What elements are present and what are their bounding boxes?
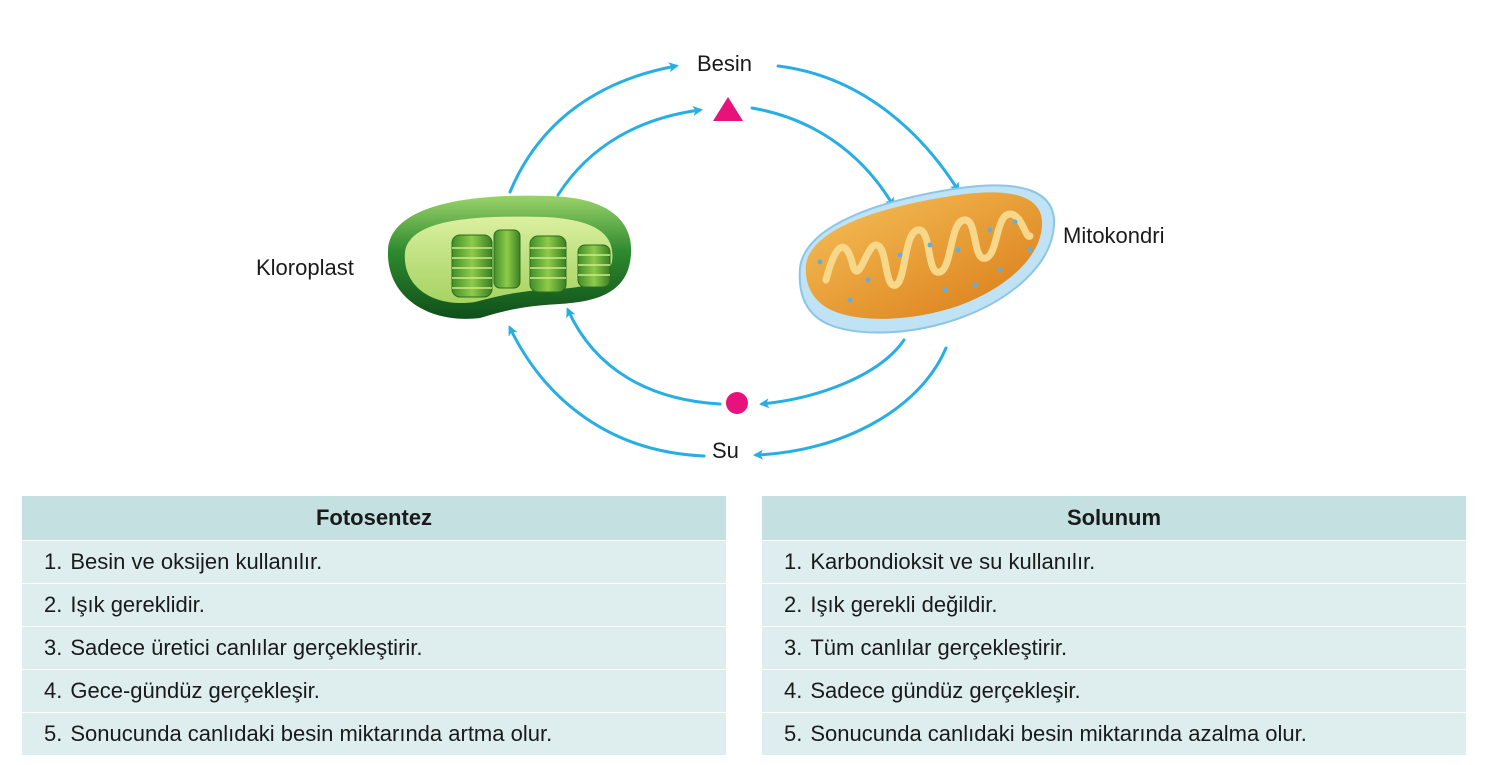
food-label: Besin (697, 51, 753, 76)
respiration-panel: Solunum 1. Karbondioksit ve su kullanılır… (762, 496, 1466, 755)
item-text: Işık gerekli değildir. (810, 592, 998, 617)
list-item: 1. Besin ve oksijen kullanılır. (22, 540, 726, 583)
item-number: 4. (44, 678, 63, 703)
arrow-water-to-chloroplast (508, 325, 706, 458)
arrow-mitochondria-to-water (753, 346, 948, 460)
item-text: Sonucunda canlıdaki besin miktarında art… (70, 721, 553, 746)
item-number: 2. (784, 592, 803, 617)
item-text: Besin ve oksijen kullanılır. (70, 549, 323, 574)
cycle-arrows (508, 62, 960, 460)
item-text: Tüm canlılar gerçekleştirir. (810, 635, 1068, 660)
item-text: Gece-gündüz gerçekleşir. (70, 678, 320, 703)
item-number: 3. (44, 635, 63, 660)
item-number: 2. (44, 592, 63, 617)
list-item: 5. Sonucunda canlıdaki besin miktarında a… (22, 712, 726, 755)
item-text: Karbondioksit ve su kullanılır. (810, 549, 1096, 574)
list-item: 3. Tüm canlılar gerçekleştirir. (762, 626, 1466, 669)
circle-icon (726, 392, 748, 414)
list-item: 1. Karbondioksit ve su kullanılır. (762, 540, 1466, 583)
item-number: 5. (784, 721, 803, 746)
item-text: Sadece gündüz gerçekleşir. (810, 678, 1081, 703)
arrow-mitochondria-to-circle (759, 338, 906, 409)
arrow-chloroplast-to-food (508, 62, 679, 194)
item-number: 4. (784, 678, 803, 703)
list-item: 5. Sonucunda canlıdaki besin miktarında a… (762, 712, 1466, 755)
arrow-circle-to-chloroplast (566, 307, 722, 406)
list-item: 2. Işık gereklidir. (22, 583, 726, 626)
photosynthesis-panel: Fotosentez 1. Besin ve oksijen kullanılır… (22, 496, 726, 755)
triangle-icon (713, 97, 743, 121)
respiration-title: Solunum (762, 496, 1466, 540)
item-number: 5. (44, 721, 63, 746)
chloroplast-illustration (387, 195, 632, 319)
list-item: 3. Sadece üretici canlılar gerçekleştirir… (22, 626, 726, 669)
item-number: 1. (44, 549, 63, 574)
mitochondria-label: Mitokondri (1063, 223, 1165, 248)
item-text: Sonucunda canlıdaki besin miktarında aza… (810, 721, 1307, 746)
arrow-triangle-to-mitochondria (750, 106, 895, 208)
arrow-chloroplast-to-triangle (556, 105, 703, 197)
list-item: 4. Gece-gündüz gerçekleşir. (22, 669, 726, 712)
cycle-diagram (387, 62, 1056, 460)
item-number: 3. (784, 635, 803, 660)
photosynthesis-title: Fotosentez (22, 496, 726, 540)
arrow-food-to-mitochondria (776, 64, 960, 193)
item-number: 1. (784, 549, 803, 574)
water-label: Su (712, 438, 739, 463)
item-text: Sadece üretici canlılar gerçekleştirir. (70, 635, 423, 660)
list-item: 2. Işık gerekli değildir. (762, 583, 1466, 626)
item-text: Işık gereklidir. (70, 592, 205, 617)
photosynthesis-list: 1. Besin ve oksijen kullanılır. 2. Işık ge… (22, 540, 726, 755)
respiration-list: 1. Karbondioksit ve su kullanılır. 2. Işık… (762, 540, 1466, 755)
mitochondria-illustration (798, 184, 1056, 334)
chloroplast-label: Kloroplast (256, 255, 354, 280)
list-item: 4. Sadece gündüz gerçekleşir. (762, 669, 1466, 712)
